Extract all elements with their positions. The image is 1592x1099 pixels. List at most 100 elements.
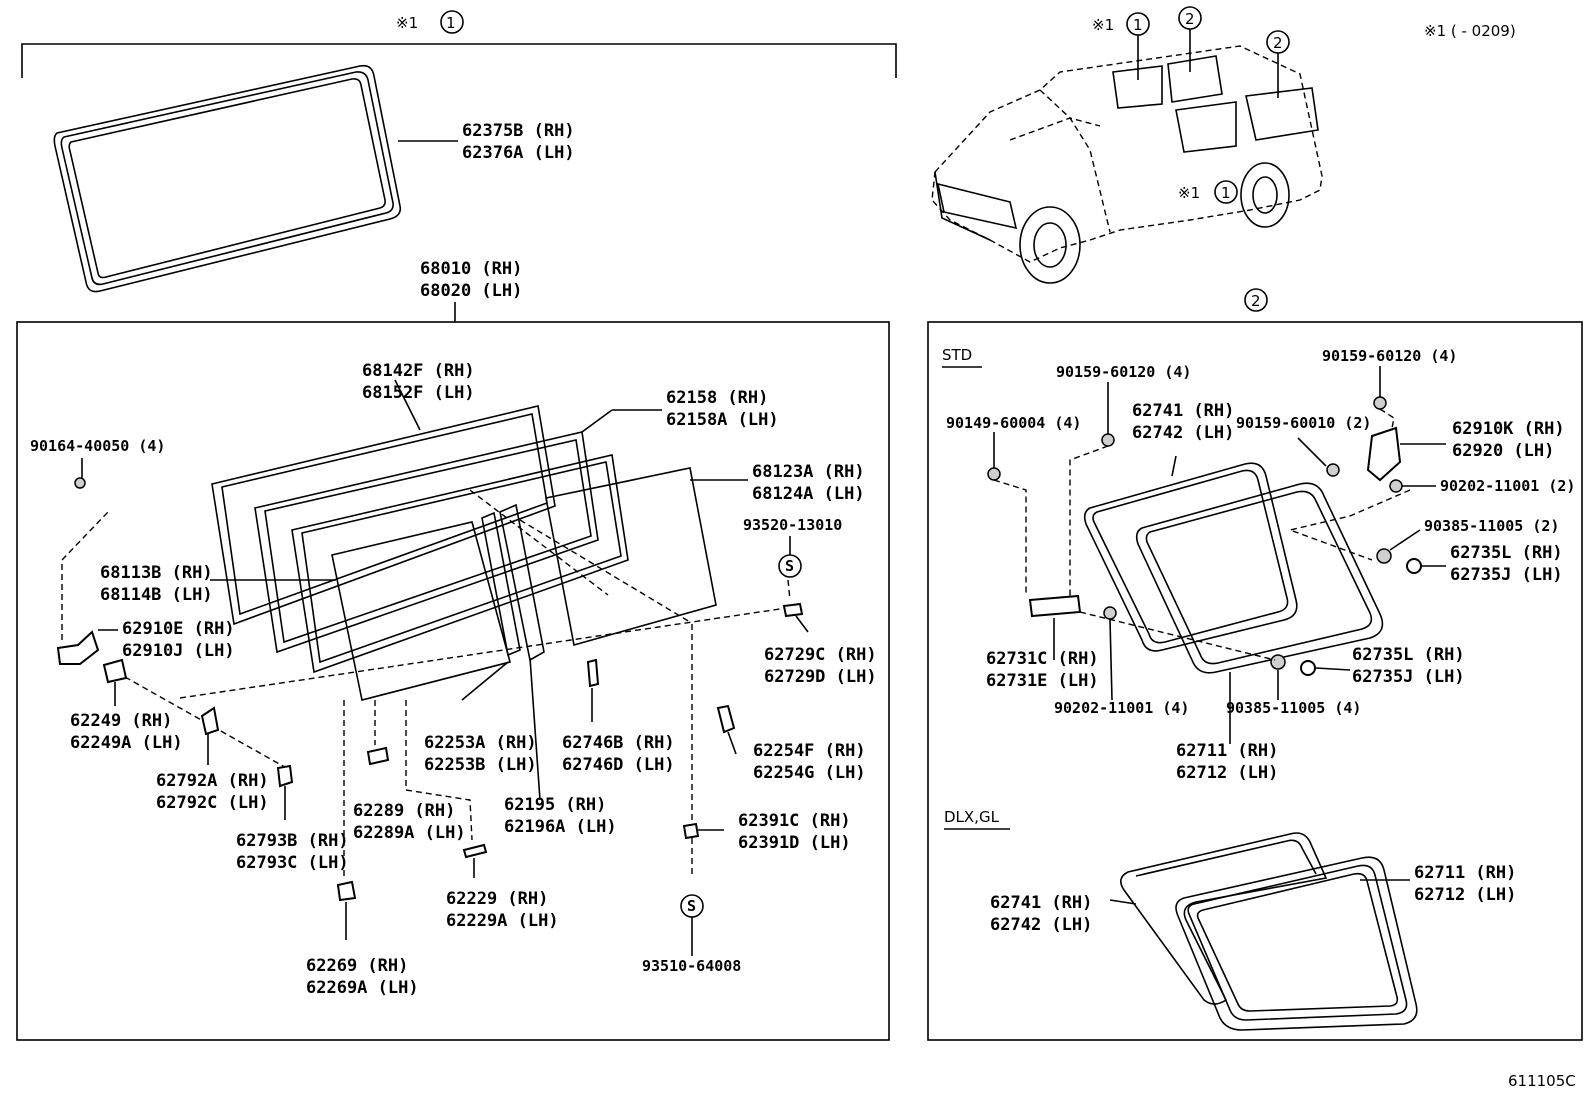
nut-90202-b [1103, 606, 1117, 620]
part-62249 [102, 658, 128, 684]
svg-text:62269A (LH): 62269A (LH) [306, 978, 419, 998]
part-62391 [682, 822, 700, 840]
svg-text:62792C (LH): 62792C (LH) [156, 793, 269, 813]
svg-text:62158 (RH): 62158 (RH) [666, 388, 768, 408]
slide-window-assembly-box [16, 321, 890, 1041]
label-62731: 62731C (RH) 62731E (LH) [986, 649, 1099, 691]
quarter-glass-assembly-box [927, 321, 1583, 1041]
screw-symbol-93510: S [680, 894, 704, 956]
window-channel-62158 [254, 409, 613, 654]
label-62729: 62729C (RH) 62729D (LH) [764, 645, 877, 687]
svg-text:90159-60120 (4): 90159-60120 (4) [1322, 347, 1457, 365]
svg-text:68142F (RH): 68142F (RH) [362, 361, 475, 381]
bracket-62910e [56, 629, 118, 665]
label-90164: 90164-40050 (4) [30, 437, 165, 455]
label-93520: 93520-13010 [743, 516, 842, 534]
weatherstrip-62741-std [1083, 462, 1298, 652]
ref-mark: ※1 [396, 14, 418, 32]
svg-text:68010 (RH): 68010 (RH) [420, 259, 522, 279]
svg-text:90159-60120 (4): 90159-60120 (4) [1056, 363, 1191, 381]
svg-text:62249 (RH): 62249 (RH) [70, 711, 172, 731]
label-62253: 62253A (RH) 62253B (LH) [424, 733, 537, 775]
label-62910e: 62910E (RH) 62910J (LH) [122, 619, 235, 661]
svg-text:62158A (LH): 62158A (LH) [666, 410, 779, 430]
svg-text:62229A (LH): 62229A (LH) [446, 911, 559, 931]
quarter-window-frame [53, 64, 402, 293]
label-62910k: 62910K (RH) 62920 (LH) [1452, 419, 1565, 461]
label-62195: 62195 (RH) 62196A (LH) [504, 795, 617, 837]
svg-text:62254G (LH): 62254G (LH) [753, 763, 866, 783]
window-run-frame [291, 454, 629, 674]
svg-text:62711 (RH): 62711 (RH) [1176, 741, 1278, 761]
label-62269: 62269 (RH) 62269A (LH) [306, 956, 419, 998]
clip-90149 [987, 467, 1001, 481]
svg-text:62792A (RH): 62792A (RH) [156, 771, 269, 791]
vehicle-callout-1b: ※1 1 [1178, 180, 1238, 204]
sliding-glass-68113 [210, 521, 511, 701]
section-std: STD [942, 346, 982, 368]
svg-text:62741 (RH): 62741 (RH) [990, 893, 1092, 913]
vehicle-callout-2a: 2 [1178, 6, 1202, 72]
svg-text:62711 (RH): 62711 (RH) [1414, 863, 1516, 883]
svg-text:90385-11005 (2): 90385-11005 (2) [1424, 517, 1559, 535]
svg-text:62742 (LH): 62742 (LH) [1132, 423, 1234, 443]
label-62735b: 62735L (RH) 62735J (LH) [1352, 645, 1465, 687]
right-box-ref2: 2 [1244, 288, 1268, 312]
label-90202a: 90202-11001 (2) [1440, 477, 1575, 495]
label-68123: 68123A (RH) 68124A (LH) [752, 462, 865, 504]
label-62254: 62254F (RH) 62254G (LH) [753, 741, 866, 783]
svg-text:62793C (LH): 62793C (LH) [236, 853, 349, 873]
svg-text:62254F (RH): 62254F (RH) [753, 741, 866, 761]
part-62793 [276, 764, 294, 788]
svg-text:90159-60010 (2): 90159-60010 (2) [1236, 414, 1371, 432]
bracket-line [21, 43, 897, 78]
svg-text:62712 (LH): 62712 (LH) [1414, 885, 1516, 905]
svg-text:62391C (RH): 62391C (RH) [738, 811, 851, 831]
clip-90164 [74, 458, 86, 489]
part-62229 [462, 843, 488, 859]
vehicle-illustration [931, 45, 1323, 284]
svg-text:62910J (LH): 62910J (LH) [122, 641, 235, 661]
label-90159a: 90159-60120 (4) [1056, 363, 1191, 381]
vehicle-callout-1a: ※1 1 [1092, 12, 1150, 80]
svg-text:62289A (LH): 62289A (LH) [353, 823, 466, 843]
label-90385b: 90385-11005 (4) [1226, 699, 1361, 717]
svg-text:68113B (RH): 68113B (RH) [100, 563, 213, 583]
screw-symbol-93520: S [778, 536, 802, 578]
svg-text:68124A (LH): 68124A (LH) [752, 484, 865, 504]
ref-circled-1: 1 [446, 14, 456, 32]
label-90149: 90149-60004 (4) [946, 414, 1081, 432]
svg-text:62735J (LH): 62735J (LH) [1352, 667, 1465, 687]
label-62711-std: 62711 (RH) 62712 (LH) [1176, 741, 1278, 783]
svg-text:62196A (LH): 62196A (LH) [504, 817, 617, 837]
svg-text:93510-64008: 93510-64008 [642, 957, 741, 975]
vehicle-callout-2b: 2 [1266, 30, 1290, 98]
svg-text:2: 2 [1251, 292, 1261, 310]
label-62711-dlx: 62711 (RH) 62712 (LH) [1414, 863, 1516, 905]
svg-text:62735L (RH): 62735L (RH) [1450, 543, 1563, 563]
section-dlxgl: DLX,GL [944, 808, 1010, 830]
label-62375: 62375B (RH) 62376A (LH) [462, 121, 575, 163]
svg-text:62735L (RH): 62735L (RH) [1352, 645, 1465, 665]
svg-text:62735J (LH): 62735J (LH) [1450, 565, 1563, 585]
svg-text:※1: ※1 [1178, 184, 1200, 202]
hinge-62910k [1366, 426, 1402, 482]
svg-text:62249A (LH): 62249A (LH) [70, 733, 183, 753]
label-90202b: 90202-11001 (4) [1054, 699, 1189, 717]
svg-text:DLX,GL: DLX,GL [944, 808, 1000, 826]
svg-text:93520-13010: 93520-13010 [743, 516, 842, 534]
screw-90159-a [1101, 433, 1115, 447]
svg-text:62746D (LH): 62746D (LH) [562, 755, 675, 775]
svg-text:62746B (RH): 62746B (RH) [562, 733, 675, 753]
label-90159c: 90159-60010 (2) [1236, 414, 1371, 432]
svg-text:62376A (LH): 62376A (LH) [462, 143, 575, 163]
part-62729 [782, 602, 804, 618]
center-divider-62195 [481, 503, 545, 662]
label-62792: 62792A (RH) 62792C (LH) [156, 771, 269, 813]
svg-text:68123A (RH): 68123A (RH) [752, 462, 865, 482]
screw-90159-c [1326, 463, 1340, 477]
svg-text:62289 (RH): 62289 (RH) [353, 801, 455, 821]
svg-text:62229 (RH): 62229 (RH) [446, 889, 548, 909]
weatherstrip-62741-dlx [1120, 832, 1328, 1005]
